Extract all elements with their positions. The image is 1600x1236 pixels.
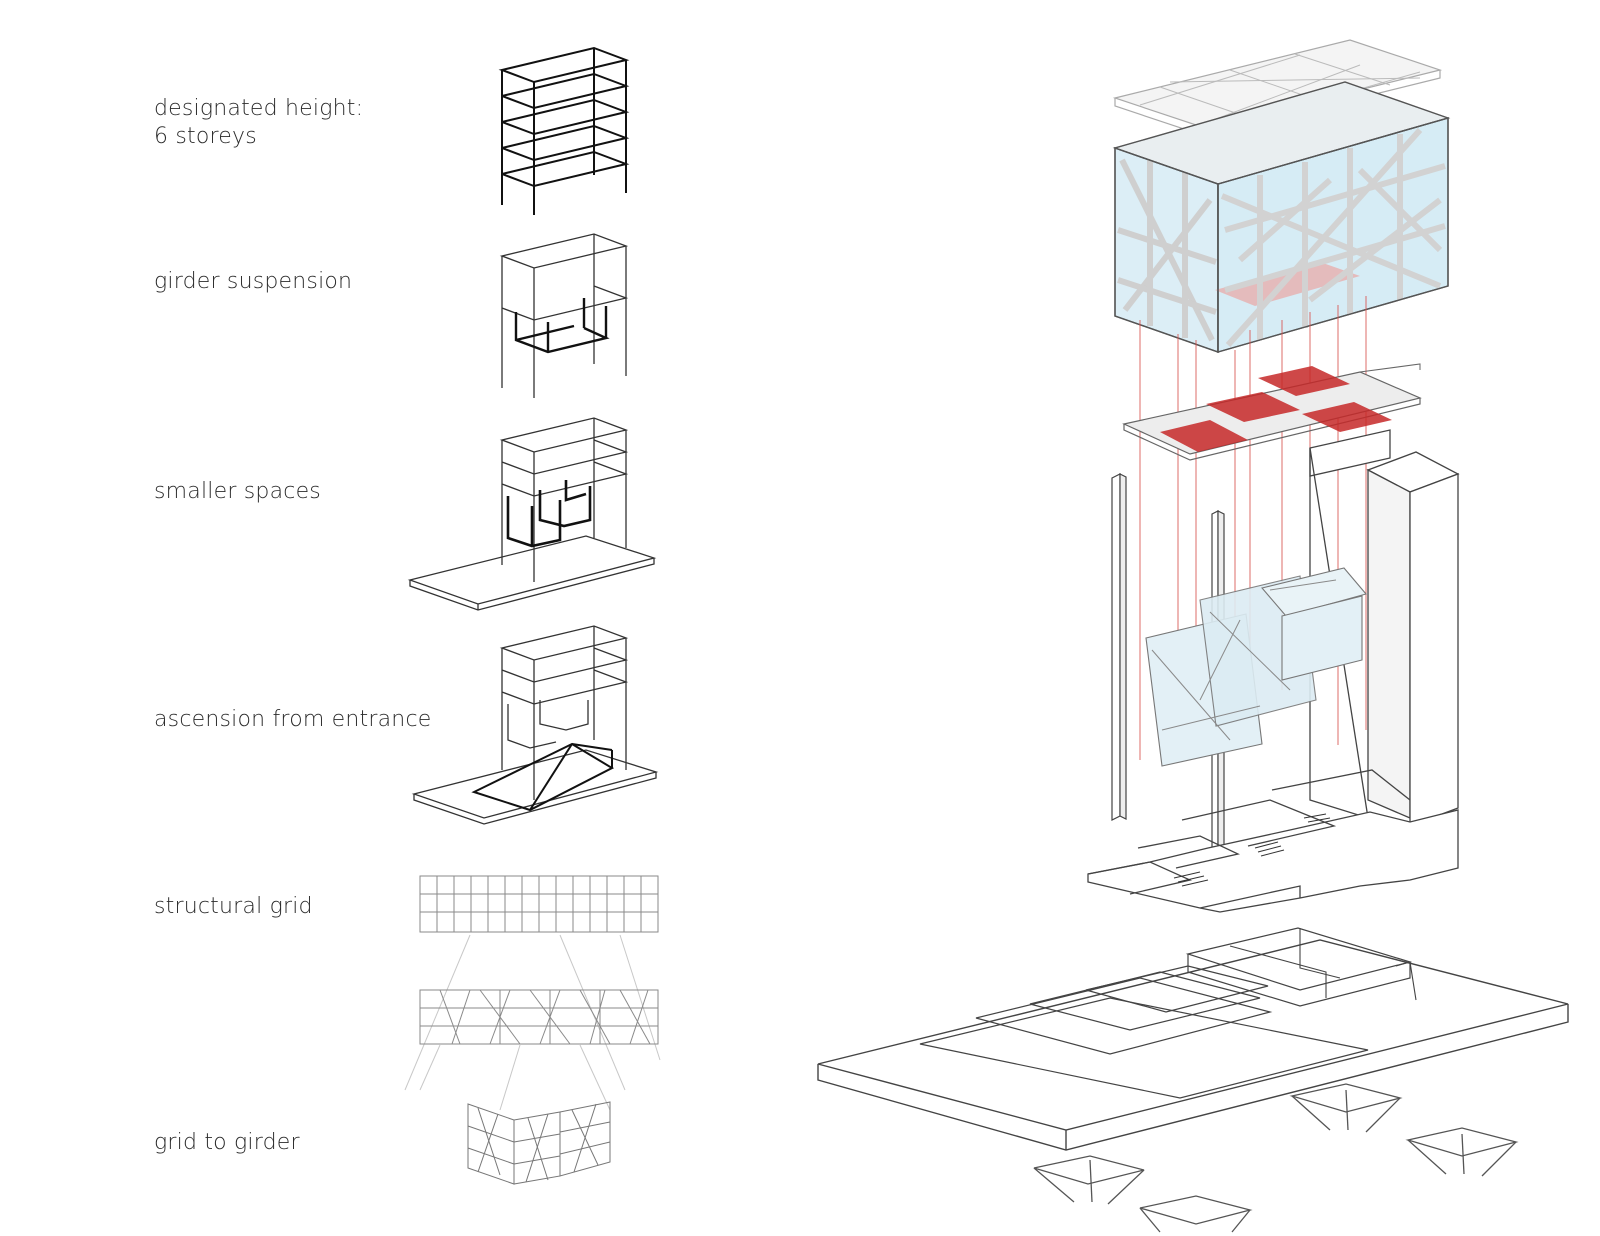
girder-box: [1112, 81, 1451, 353]
diagram-smaller-spaces: [407, 417, 657, 611]
ground-plinth: [817, 927, 1569, 1151]
column-left: [1111, 473, 1127, 821]
core-tower: [1309, 429, 1460, 827]
label-ascension-from-entrance: ascension from entrance: [154, 707, 432, 732]
label-grid-to-girder: grid to girder: [154, 1130, 300, 1155]
label-girder-suspension: girder suspension: [154, 269, 353, 294]
entrance-level: [1087, 769, 1459, 913]
foundation-pads: [1033, 1083, 1519, 1233]
suspended-spaces: [1145, 567, 1367, 767]
diagram-girder-pattern: [404, 934, 661, 1111]
diagram-girder-suspension: [499, 233, 629, 398]
diagram-six-storey-frame: [498, 46, 630, 215]
label-smaller-spaces: smaller spaces: [154, 479, 321, 504]
diagram-grid-to-girder: [467, 1101, 611, 1185]
label-designated-height: designated height: 6 storeys: [154, 96, 364, 149]
diagram-ascension: [411, 625, 659, 825]
girder-floor-plate: [1122, 363, 1422, 461]
label-structural-grid: structural grid: [154, 894, 313, 919]
diagram-structural-grid: [419, 875, 659, 933]
